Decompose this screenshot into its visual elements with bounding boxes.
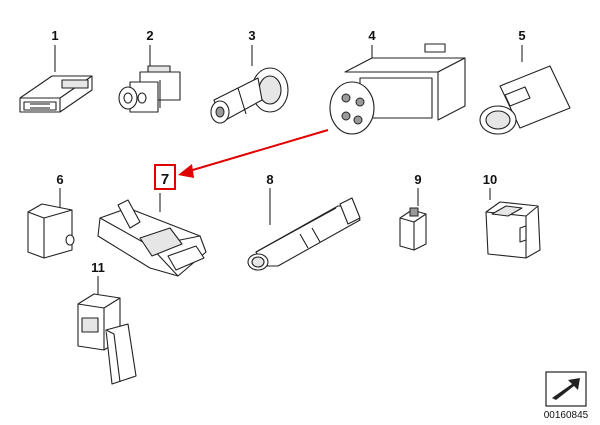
part-9-label[interactable]: 9 (414, 172, 421, 187)
part-4-label[interactable]: 4 (368, 28, 376, 43)
part-8-connector[interactable] (247, 188, 361, 271)
part-7-connector[interactable] (97, 193, 207, 277)
part-6-label[interactable]: 6 (56, 172, 63, 187)
part-8-label[interactable]: 8 (266, 172, 273, 187)
part-3-label[interactable]: 3 (248, 28, 255, 43)
part-7-label[interactable]: 7 (161, 171, 169, 188)
part-5-label[interactable]: 5 (518, 28, 525, 43)
part-1-connector[interactable] (19, 45, 93, 113)
part-10-connector[interactable] (485, 188, 541, 259)
part-11-connector[interactable] (77, 276, 137, 385)
part-11-label[interactable]: 11 (91, 260, 105, 275)
document-number: 00160845 (544, 410, 589, 421)
part-4-connector[interactable] (329, 43, 466, 135)
part-6-connector[interactable] (27, 188, 75, 259)
part-10-label[interactable]: 10 (483, 172, 497, 187)
part-9-connector[interactable] (399, 188, 427, 251)
part-5-connector[interactable] (479, 45, 571, 135)
part-2-connector[interactable] (118, 45, 181, 113)
part-1-label[interactable]: 1 (51, 28, 58, 43)
part-7-highlight-box (154, 164, 176, 190)
view-direction-arrow-icon (545, 371, 587, 407)
part-3-connector[interactable] (210, 45, 289, 124)
highlight-arrow (178, 129, 329, 178)
part-2-label[interactable]: 2 (146, 28, 153, 43)
